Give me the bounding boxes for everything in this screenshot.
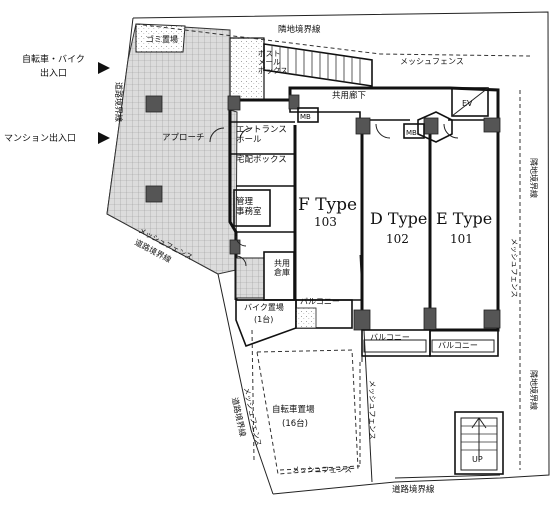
bicycle-entrance-label-1: 自転車・バイク xyxy=(22,53,85,65)
garbage-area-floor xyxy=(135,23,186,53)
south-fence-label: メッシュフェンス xyxy=(292,465,352,474)
mansion-entrance-label: マンション出入口 xyxy=(4,132,76,144)
ev-label: EV xyxy=(462,99,473,108)
unit-d-type: D Type xyxy=(370,209,427,228)
elevator-box xyxy=(451,87,489,117)
mb-box-2 xyxy=(403,123,425,139)
balcony-label-2: バルコニー xyxy=(370,333,410,342)
mailbox-label: ポストメールボックス xyxy=(258,49,288,75)
stair-up-label: UP xyxy=(472,455,483,464)
approach-label: アプローチ xyxy=(162,133,205,143)
unit-f-type: F Type xyxy=(298,195,357,215)
unit-d-number: 102 xyxy=(386,232,409,246)
delivery-box-label: 宅配ボックス xyxy=(236,154,287,165)
bike-parking-area xyxy=(235,299,297,348)
mb-label-2: MB xyxy=(406,129,417,137)
storage-floor xyxy=(235,257,265,299)
bicycle-entrance-arrow-icon xyxy=(98,62,110,74)
bicycle-entrance-label-2: 出入口 xyxy=(40,67,67,79)
bicycle-parking-area xyxy=(256,349,359,475)
structural-columns xyxy=(227,94,501,331)
garbage-label: ゴミ置場 xyxy=(146,34,178,44)
bike-parking-label-1: バイク置場 xyxy=(244,302,284,312)
corridor-octagon xyxy=(417,111,453,143)
south-boundary-label: 道路境界線 xyxy=(392,484,435,495)
office-room xyxy=(233,189,271,227)
east-boundary-label: 隣地境界線 xyxy=(529,158,539,198)
balcony-label-1: バルコニー xyxy=(300,297,340,306)
doors xyxy=(209,123,459,267)
north-stair xyxy=(263,43,373,87)
mb-box-1 xyxy=(297,107,319,123)
bicycle-parking-label-1: 自転車置場 xyxy=(272,404,315,415)
mansion-entrance-arrow-icon xyxy=(98,132,110,144)
central-fence-label: メッシュフェンス xyxy=(368,380,377,440)
approach-paving xyxy=(106,23,238,275)
common-storage-label: 共用倉庫 xyxy=(274,259,290,277)
corridor-label: 共用廊下 xyxy=(332,90,367,101)
mb-label-1: MB xyxy=(300,113,311,121)
unit-f-number: 103 xyxy=(314,215,337,229)
balconies xyxy=(295,299,499,362)
bicycle-parking-label-2: (16台) xyxy=(282,418,308,429)
unit-e-type: E Type xyxy=(436,209,492,228)
fence-lines xyxy=(135,23,531,471)
entrance-hall-label: エントランスホール xyxy=(236,125,287,145)
labels: 隣地境界線 メッシュフェンス 隣地境界線 隣地境界線 メッシュフェンス 道路境界… xyxy=(4,24,539,495)
unit-e-number: 101 xyxy=(450,232,473,246)
column-1 xyxy=(145,95,163,113)
west-upper-boundary-label: 道路境界線 xyxy=(114,82,124,122)
unit-labels: F Type 103 D Type 102 E Type 101 xyxy=(298,195,492,246)
north-boundary-label: 隣地境界線 xyxy=(278,24,321,35)
east-fence-label: メッシュフェンス xyxy=(510,238,519,298)
west-lower-fence-label: メッシュフェンス xyxy=(242,387,263,447)
north-fence-label: メッシュフェンス xyxy=(400,57,464,66)
south-stair xyxy=(454,411,504,475)
bike-parking-label-2: (1台) xyxy=(254,314,273,324)
balcony-label-3: バルコニー xyxy=(438,341,478,350)
east-boundary-label-2: 隣地境界線 xyxy=(529,370,539,410)
office-label: 管理事務室 xyxy=(236,196,262,217)
column-2 xyxy=(145,185,163,203)
